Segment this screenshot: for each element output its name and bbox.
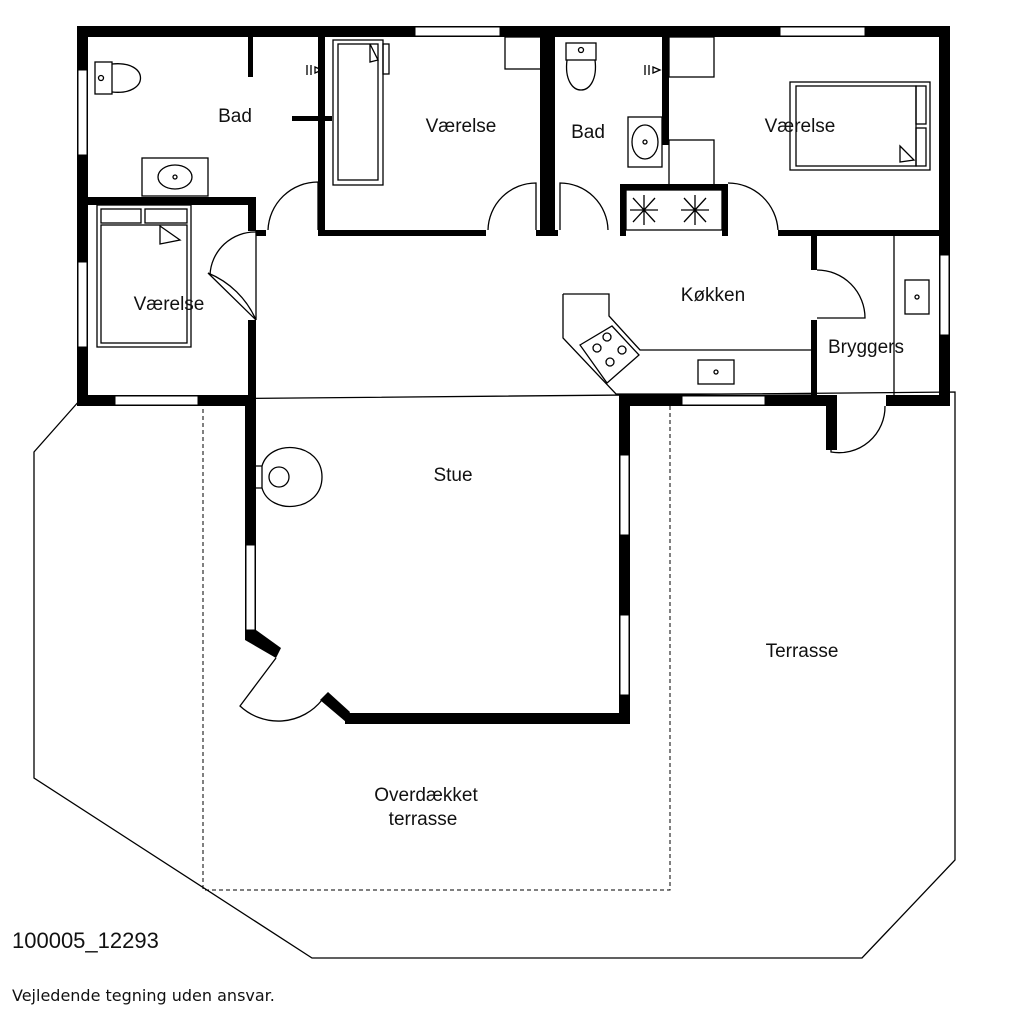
kitchen-counter bbox=[562, 293, 811, 395]
room-label-vaerelse-3: Værelse bbox=[134, 294, 205, 315]
room-label-terrasse-covered: terrasse bbox=[389, 809, 458, 830]
room-label-overdaekket: Overdækket bbox=[374, 785, 478, 806]
terrace-outline bbox=[33, 391, 956, 959]
room-label-stue: Stue bbox=[433, 465, 472, 486]
cabinet-icon bbox=[668, 36, 715, 78]
stove-icon bbox=[620, 184, 723, 236]
doors bbox=[207, 181, 886, 722]
covered-terrace-outline bbox=[202, 402, 671, 891]
fixtures bbox=[94, 36, 931, 508]
disclaimer: Vejledende tegning uden ansvar. bbox=[12, 986, 275, 1005]
cabinet-icon bbox=[504, 36, 542, 70]
shower-icon bbox=[306, 65, 662, 75]
utility-counter bbox=[893, 236, 930, 395]
bed-icon bbox=[96, 204, 192, 348]
room-label-bryggers: Bryggers bbox=[828, 337, 904, 358]
room-label-bad-2: Bad bbox=[571, 122, 605, 143]
plan-id: 100005_12293 bbox=[12, 928, 159, 953]
room-labels: Bad Værelse Bad Værelse Værelse Køkken B… bbox=[134, 106, 904, 830]
windows bbox=[77, 26, 950, 696]
sink-icon bbox=[141, 157, 209, 197]
cabinet-icon bbox=[668, 139, 715, 186]
toilet-icon bbox=[94, 61, 141, 95]
bed-icon bbox=[332, 39, 390, 186]
fireplace-icon bbox=[256, 446, 323, 508]
room-label-koekken: Køkken bbox=[681, 285, 745, 306]
bed-icon bbox=[789, 81, 931, 171]
room-label-vaerelse-1: Værelse bbox=[426, 116, 497, 137]
room-label-vaerelse-2: Værelse bbox=[765, 116, 836, 137]
interior-walls bbox=[88, 37, 939, 400]
sink-icon bbox=[697, 359, 735, 385]
room-label-terrasse: Terrasse bbox=[766, 641, 839, 662]
sink-icon bbox=[627, 116, 663, 168]
toilet-icon bbox=[565, 42, 597, 91]
room-label-bad-1: Bad bbox=[218, 106, 252, 127]
